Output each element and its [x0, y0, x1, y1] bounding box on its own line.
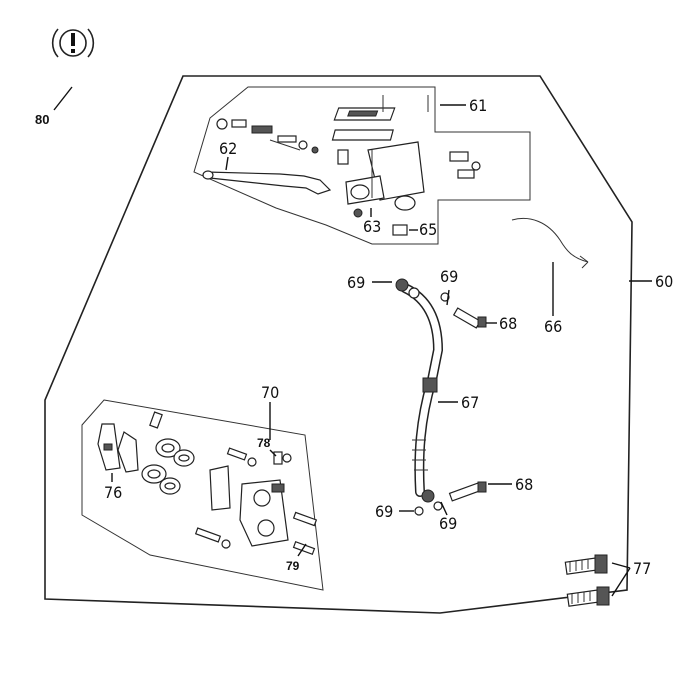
caliper-body — [209, 465, 289, 547]
callout-77: 77 — [633, 559, 651, 578]
callout-62: 62 — [219, 139, 237, 158]
hose-clip — [511, 217, 589, 263]
pistons-and-seals — [141, 411, 195, 495]
washer-top-right — [440, 292, 450, 302]
callout-60: 60 — [655, 272, 673, 291]
boot-and-switch — [353, 208, 408, 236]
callout-76: 76 — [104, 483, 122, 502]
callout-78: 78 — [257, 436, 271, 450]
master-cylinder-group-outline — [193, 86, 531, 245]
callout-68-bottom: 68 — [515, 475, 533, 494]
master-cylinder-body — [337, 141, 425, 211]
reservoir-cap — [331, 95, 429, 141]
caliper-bolts — [194, 447, 318, 556]
callout-67: 67 — [461, 393, 479, 412]
brake-hose — [395, 278, 444, 503]
callout-69-bottom-right: 69 — [439, 514, 457, 533]
switch-screws-right — [449, 151, 481, 179]
callout-79: 79 — [286, 559, 300, 573]
caliper-group-outline — [81, 399, 324, 591]
bleeder-screw — [273, 451, 292, 465]
callout-63: 63 — [363, 217, 381, 236]
callout-70: 70 — [261, 383, 279, 402]
callout-69-top-right: 69 — [440, 267, 458, 286]
callout-65: 65 — [419, 220, 437, 239]
callout-69-bottom-left: 69 — [375, 502, 393, 521]
callout-69-top-left: 69 — [347, 273, 365, 292]
assembly-outline — [44, 75, 633, 614]
lever-pivot-parts — [216, 118, 319, 154]
brake-lever — [204, 171, 332, 195]
mounting-bolts — [564, 554, 610, 607]
callout-80-leader — [53, 86, 73, 111]
brake-warning-symbol: 80 — [35, 28, 95, 127]
callout-61: 61 — [469, 96, 487, 115]
callout-66: 66 — [544, 317, 562, 336]
brake-pads — [97, 423, 139, 473]
banjo-bolt-bottom — [448, 481, 487, 502]
washer-bottom-right — [433, 501, 443, 511]
washer-bottom-left — [414, 506, 424, 516]
callout-68-top: 68 — [499, 314, 517, 333]
callout-80: 80 — [35, 112, 49, 127]
banjo-bolt-top — [452, 307, 487, 329]
